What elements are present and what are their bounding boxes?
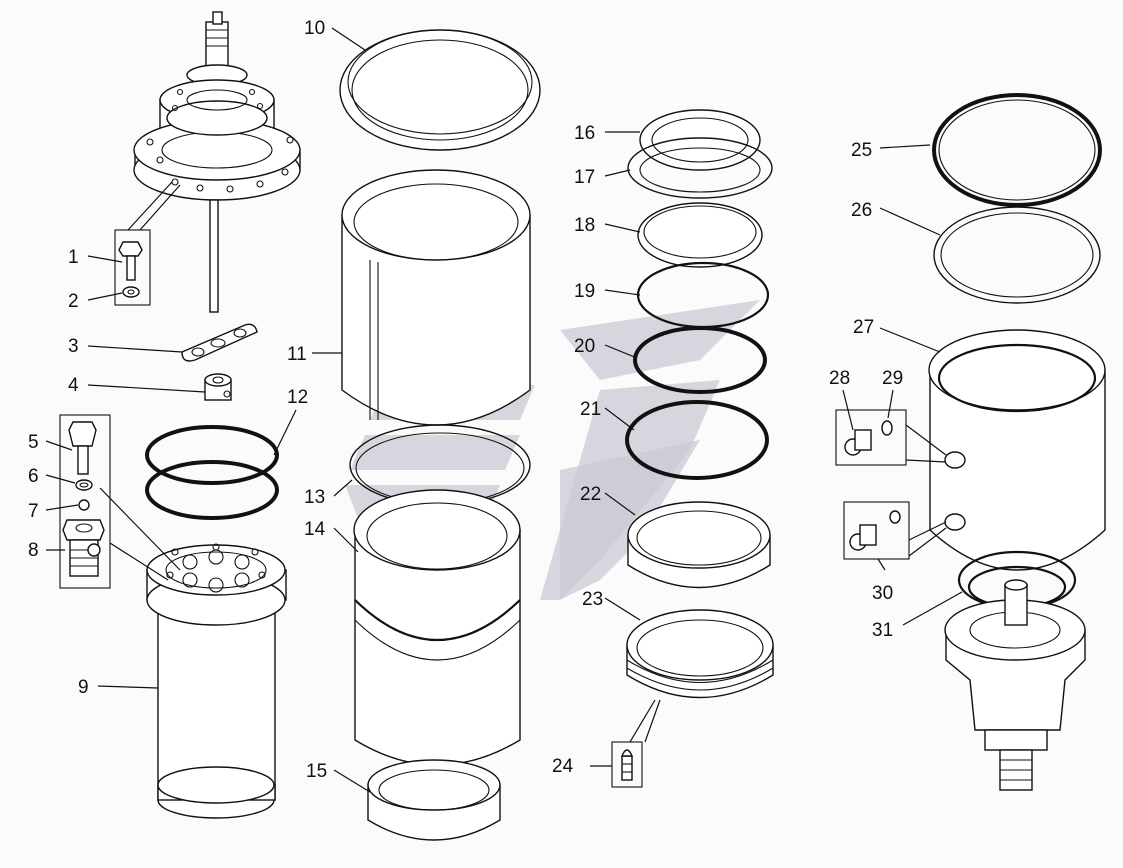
nut-part <box>204 373 232 401</box>
plug-box-30 <box>843 501 910 560</box>
label-15: 15 <box>306 761 327 782</box>
ring-26 <box>933 206 1101 304</box>
label-27: 27 <box>853 317 874 338</box>
label-18: 18 <box>574 215 595 236</box>
ring-18 <box>637 202 763 268</box>
label-9: 9 <box>78 677 89 698</box>
label-22: 22 <box>580 484 601 505</box>
seal-ring-10 <box>339 29 541 151</box>
label-19: 19 <box>574 281 595 302</box>
label-23: 23 <box>582 589 603 610</box>
ring-25 <box>932 93 1102 207</box>
label-4: 4 <box>68 375 79 396</box>
orings-12 <box>145 425 279 520</box>
label-8: 8 <box>28 540 39 561</box>
label-13: 13 <box>304 487 325 508</box>
label-25: 25 <box>851 140 872 161</box>
label-26: 26 <box>851 200 872 221</box>
cylinder-body-9 <box>146 543 287 819</box>
label-6: 6 <box>28 466 39 487</box>
ring-20 <box>633 326 767 394</box>
label-29: 29 <box>882 368 903 389</box>
label-24: 24 <box>552 756 574 777</box>
label-5: 5 <box>28 432 39 453</box>
label-12: 12 <box>287 387 308 408</box>
label-21: 21 <box>580 399 601 420</box>
label-10: 10 <box>304 18 325 39</box>
label-1: 1 <box>68 247 79 268</box>
label-2: 2 <box>68 291 79 312</box>
pin-box-24 <box>611 741 643 788</box>
leader-lines <box>45 27 963 793</box>
ring-23 <box>626 609 774 699</box>
label-14: 14 <box>304 519 326 540</box>
ring-22 <box>627 501 771 589</box>
label-16: 16 <box>574 123 595 144</box>
label-30: 30 <box>872 583 893 604</box>
ring-21 <box>625 400 769 480</box>
ring-17 <box>627 137 773 199</box>
hub-assembly <box>133 11 301 313</box>
label-11: 11 <box>287 344 307 365</box>
sleeve-14 <box>353 489 521 766</box>
label-17: 17 <box>574 167 595 188</box>
housing-27 <box>928 329 1106 571</box>
part-labels: 1 2 3 4 5 6 7 8 9 10 11 12 13 14 15 16 1… <box>28 18 903 782</box>
label-28: 28 <box>829 368 850 389</box>
ring-16 <box>639 109 761 171</box>
sleeve-15 <box>367 759 501 841</box>
sleeve-11 <box>341 169 531 426</box>
label-3: 3 <box>68 336 79 357</box>
label-31: 31 <box>872 620 893 641</box>
label-7: 7 <box>28 501 39 522</box>
bolt-washer-box <box>114 229 151 306</box>
locking-plate <box>181 323 258 362</box>
plug-box-28-29 <box>835 409 907 466</box>
fittings-box <box>59 414 111 589</box>
label-20: 20 <box>574 336 595 357</box>
valve-body <box>944 579 1086 791</box>
